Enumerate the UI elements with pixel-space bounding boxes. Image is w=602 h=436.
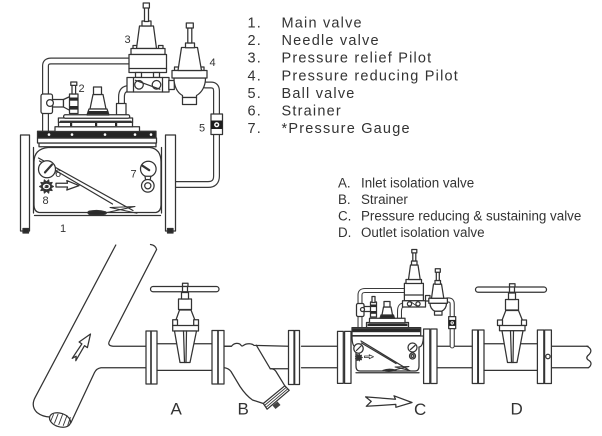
svg-text:A: A (171, 400, 183, 419)
svg-text:Strainer: Strainer (361, 192, 408, 207)
svg-text:6: 6 (55, 168, 61, 180)
svg-text:B.: B. (338, 192, 351, 207)
svg-text:Needle valve: Needle valve (282, 33, 380, 49)
svg-text:2: 2 (79, 83, 85, 95)
svg-text:C.: C. (338, 208, 351, 223)
svg-text:3: 3 (125, 34, 131, 46)
svg-text:Strainer: Strainer (282, 104, 342, 120)
svg-text:1.: 1. (248, 16, 263, 32)
svg-text:3.: 3. (248, 51, 263, 67)
svg-text:Pressure reducing & sustaining: Pressure reducing & sustaining valve (361, 208, 581, 223)
svg-text:8: 8 (43, 195, 49, 207)
svg-text:5: 5 (199, 123, 205, 135)
svg-text:2.: 2. (248, 33, 263, 49)
svg-text:5.: 5. (248, 86, 263, 102)
svg-text:4: 4 (210, 57, 216, 69)
svg-text:Main valve: Main valve (282, 16, 363, 32)
svg-text:Inlet isolation valve: Inlet isolation valve (361, 176, 474, 191)
svg-text:7: 7 (131, 169, 137, 181)
svg-text:6.: 6. (248, 104, 263, 120)
svg-text:4.: 4. (248, 68, 263, 84)
svg-text:Pressure relief Pilot: Pressure relief Pilot (282, 51, 433, 67)
svg-text:Pressure reducing Pilot: Pressure reducing Pilot (282, 68, 460, 84)
svg-text:7.: 7. (248, 121, 263, 137)
svg-text:C: C (414, 400, 426, 419)
svg-text:D: D (511, 400, 523, 419)
svg-text:Outlet isolation valve: Outlet isolation valve (361, 225, 485, 240)
svg-text:A.: A. (338, 176, 351, 191)
svg-text:Ball valve: Ball valve (282, 86, 356, 102)
svg-text:B: B (238, 400, 249, 419)
svg-text:1: 1 (60, 223, 66, 235)
svg-text:*Pressure Gauge: *Pressure Gauge (282, 121, 411, 137)
svg-text:D.: D. (338, 225, 351, 240)
